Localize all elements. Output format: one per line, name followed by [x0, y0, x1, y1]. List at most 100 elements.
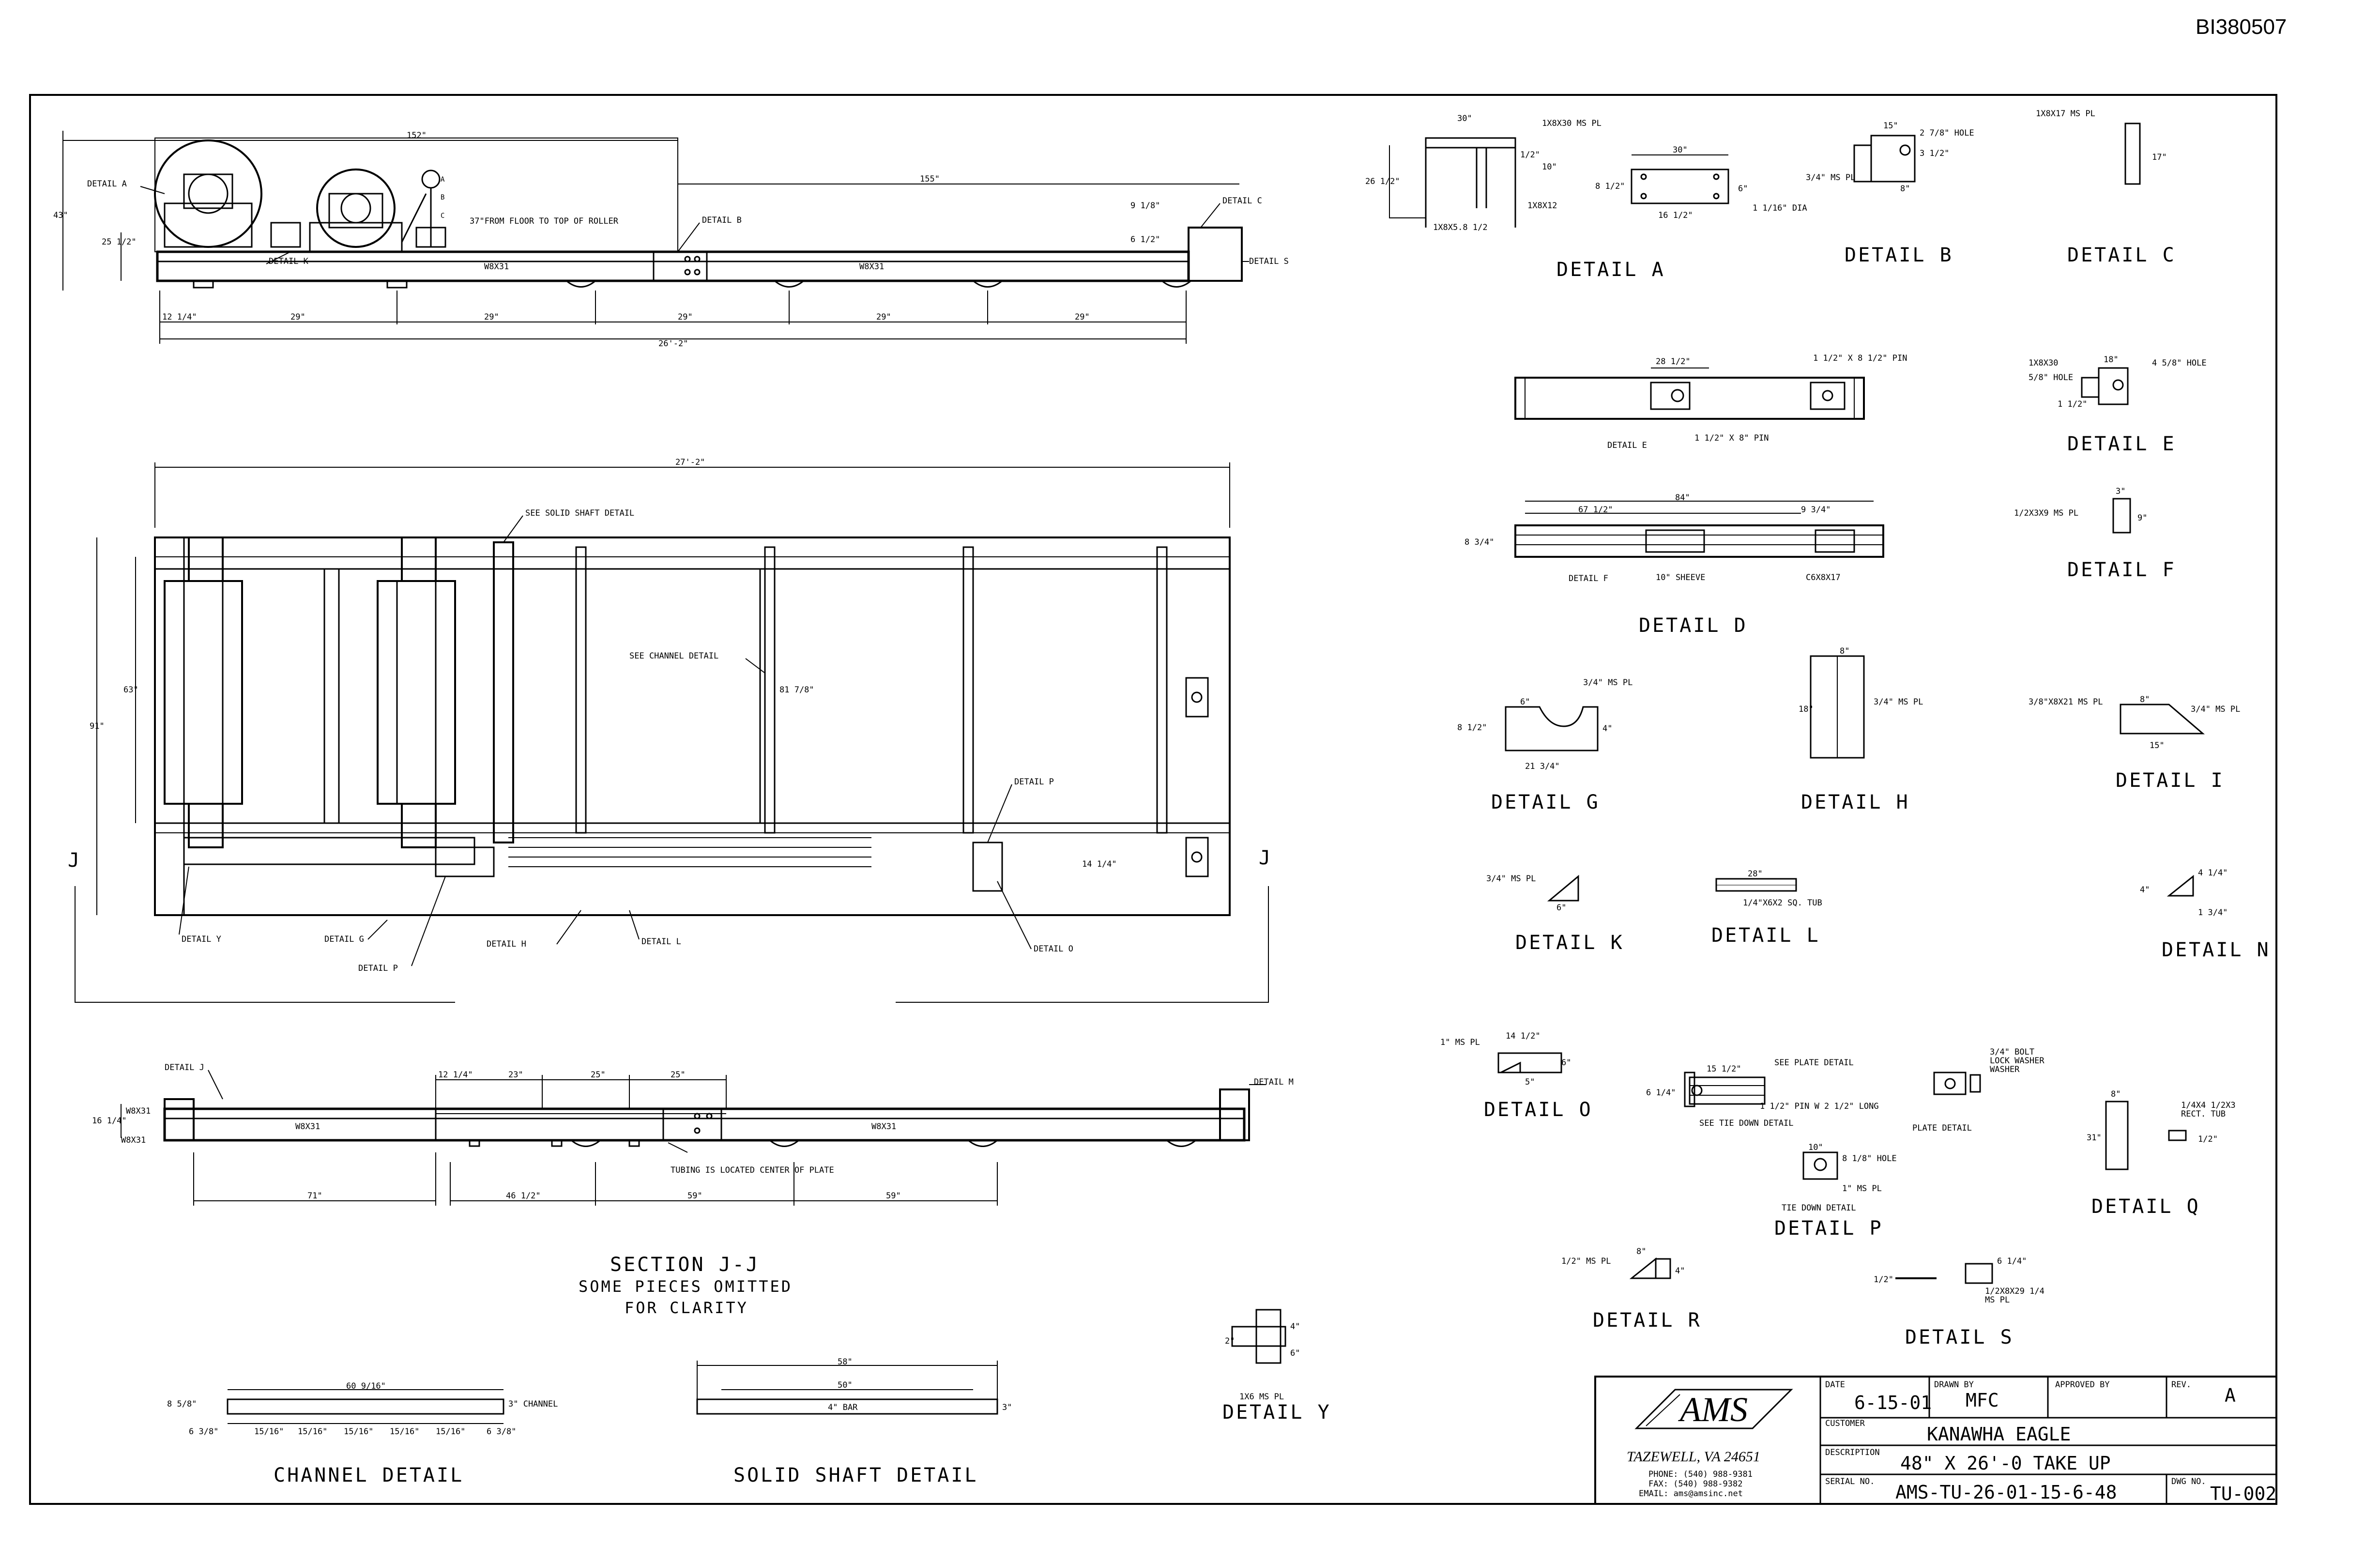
sec-dim-46: 46 1/2" — [506, 1191, 541, 1201]
detail-i-label: DETAIL I — [2116, 769, 2225, 792]
dim-29d: 29" — [876, 312, 891, 322]
tb-phone: PHONE: (540) 988-9381 — [1648, 1470, 1753, 1479]
e-d4: 1 1/2" — [2058, 399, 2087, 409]
callout-detail-c: DETAIL C — [1222, 196, 1262, 206]
ch-dim-s1: 15/16" — [254, 1427, 284, 1437]
p-d12: TIE DOWN DETAIL — [1782, 1203, 1856, 1213]
dim-bottom-start: 12 1/4" — [162, 312, 197, 322]
callout-detail-y: DETAIL Y — [182, 934, 221, 944]
sec-w8x31-bot: W8X31 — [121, 1135, 146, 1145]
solid-shaft-label: SOLID SHAFT DETAIL — [733, 1464, 978, 1486]
tb-city: TAZEWELL, VA 24651 — [1627, 1449, 1760, 1465]
e-d1: 1X8X30 — [2029, 358, 2058, 368]
detail-k: 3/4" MS PL 6" DETAIL K — [1486, 874, 1624, 954]
a2-d5: 6" — [1738, 184, 1748, 194]
e-d5: 18" — [2104, 355, 2119, 365]
detail-h: 3/4" MS PL 18" 8" DETAIL H — [1799, 646, 1923, 813]
ch-dim-bottom-left: 6 3/8" — [189, 1427, 218, 1437]
g-d4: 6" — [1520, 697, 1530, 707]
tb-description-label: DESCRIPTION — [1825, 1448, 1880, 1457]
detail-f-label: DETAIL F — [2067, 559, 2176, 581]
drawing-border — [29, 94, 2277, 1505]
s-d3: MS PL — [1985, 1295, 2010, 1305]
tb-drawn-label: DRAWN BY — [1934, 1380, 1974, 1390]
dim-29b: 29" — [484, 312, 499, 322]
section-mark-right: J — [1259, 847, 1272, 869]
tag-a: A — [441, 176, 445, 184]
callout-detail-g: DETAIL G — [324, 934, 364, 944]
b-d4: 3 1/2" — [1920, 149, 1949, 158]
tb-serial-label: SERIAL NO. — [1825, 1477, 1875, 1486]
i-d2: 3/4" MS PL — [2191, 705, 2240, 714]
sec-callout-detail-m: DETAIL M — [1254, 1077, 1294, 1087]
detail-k-label: DETAIL K — [1515, 932, 1624, 954]
detail-l-label: DETAIL L — [1711, 924, 1820, 947]
ch-dim-top: 60 9/16" — [346, 1381, 386, 1391]
p-d6: 3/4" BOLT — [1990, 1047, 2034, 1057]
plan-dim-right: 14 1/4" — [1082, 859, 1117, 869]
ams-logo: AMS — [1634, 1389, 1793, 1429]
q-d2: RECT. TUB — [2181, 1109, 2226, 1119]
d-d4: 8 3/4" — [1465, 537, 1494, 547]
a2-d2: 8 1/2" — [1595, 182, 1625, 191]
ch-dim-s2: 15/16" — [298, 1427, 327, 1437]
q-d5: 1/2" — [2198, 1134, 2218, 1144]
detail-q-label: DETAIL Q — [2091, 1195, 2200, 1218]
dtop-d4: DETAIL E — [1607, 441, 1647, 450]
document-number: BI380507 — [2196, 15, 2287, 39]
s-d4: 1/2" — [1874, 1275, 1893, 1285]
detail-o: 1" MS PL 14 1/2" 5" 6" DETAIL O — [1440, 1031, 1591, 1121]
ch-dim-s3: 15/16" — [344, 1427, 373, 1437]
b-d3: 2 7/8" HOLE — [1920, 128, 1974, 138]
section-mark-left: J — [68, 849, 81, 872]
plan-dim-width-inner: 63" — [123, 685, 138, 695]
c-d2: 17" — [2152, 153, 2167, 162]
tb-description: 48" X 26'-0 TAKE UP — [1900, 1453, 2111, 1474]
sec-dim-71: 71" — [307, 1191, 322, 1201]
section-j-j: 12 1/4" 23" 25" 25" 16 1/4" 71" 46 1/2" … — [92, 1063, 1294, 1317]
d-d3: 9 3/4" — [1801, 505, 1831, 515]
a-d6: 1X8X12 — [1527, 201, 1557, 211]
r-d1: 1/2" MS PL — [1561, 1256, 1611, 1266]
tb-serial: AMS-TU-26-01-15-6-48 — [1895, 1482, 2117, 1503]
channel-detail: 60 9/16" 8 5/8" 3" CHANNEL 6 3/8" 15/16"… — [167, 1381, 558, 1486]
detail-a-label: DETAIL A — [1556, 259, 1665, 281]
title-block: AMS TAZEWELL, VA 24651 PHONE: (540) 988-… — [1594, 1376, 2277, 1505]
p-d1: 15 1/2" — [1707, 1064, 1741, 1074]
d-d5: DETAIL F — [1569, 574, 1608, 583]
s-d2: 1/2X8X29 1/4 — [1985, 1287, 2044, 1296]
n-d3: 4" — [2140, 885, 2150, 895]
e-d2: 5/8" HOLE — [2029, 373, 2073, 383]
dim-right-91: 9 1/8" — [1130, 201, 1160, 211]
callout-detail-p: DETAIL P — [358, 964, 398, 973]
s-d1: 6 1/4" — [1997, 1256, 2027, 1266]
k-d1: 3/4" MS PL — [1486, 874, 1536, 884]
tb-approved-label: APPROVED BY — [2055, 1380, 2110, 1390]
g-d5: 4" — [1602, 724, 1612, 734]
detail-b-label: DETAIL B — [1845, 244, 1953, 266]
detail-a: 30" 26 1/2" 10" 1X8X30 MS PL 1/2" 1X8X12… — [1365, 114, 1807, 281]
h-d1: 3/4" MS PL — [1874, 697, 1923, 707]
y-d2: 2" — [1225, 1336, 1235, 1346]
dtop-d1: 28 1/2" — [1656, 357, 1691, 367]
channel-detail-label: CHANNEL DETAIL — [274, 1464, 464, 1486]
dtop-d2: 1 1/2" X 8 1/2" PIN — [1813, 353, 1907, 363]
p-d10: 8 1/8" HOLE — [1842, 1154, 1897, 1164]
p-d4: SEE TIE DOWN DETAIL — [1699, 1118, 1793, 1128]
tb-date-label: DATE — [1825, 1380, 1845, 1390]
o-d2: 14 1/2" — [1506, 1031, 1541, 1041]
dim-height-inner: 25 1/2" — [102, 237, 137, 247]
callout-detail-a: DETAIL A — [87, 179, 127, 189]
p-d5: 1 1/2" PIN W 2 1/2" LONG — [1760, 1102, 1879, 1111]
h-d2: 18" — [1799, 705, 1814, 714]
detail-d: 84" 67 1/2" 9 3/4" 8 3/4" DETAIL F 10" S… — [1465, 493, 1884, 637]
ch-dim-left: 8 5/8" — [167, 1399, 197, 1409]
tb-fax: FAX: (540) 988-9382 — [1648, 1479, 1742, 1489]
b-d2: 3/4" MS PL — [1806, 173, 1855, 183]
dim-29a: 29" — [290, 312, 305, 322]
sec-dim-25b: 25" — [671, 1070, 686, 1080]
q-d1: 1/4X4 1/2X3 — [2181, 1101, 2236, 1110]
p-d13: 10" — [1808, 1143, 1823, 1152]
solid-shaft-detail: 58" 50" 4" BAR 3" SOLID SHAFT DETAIL — [696, 1357, 1012, 1486]
